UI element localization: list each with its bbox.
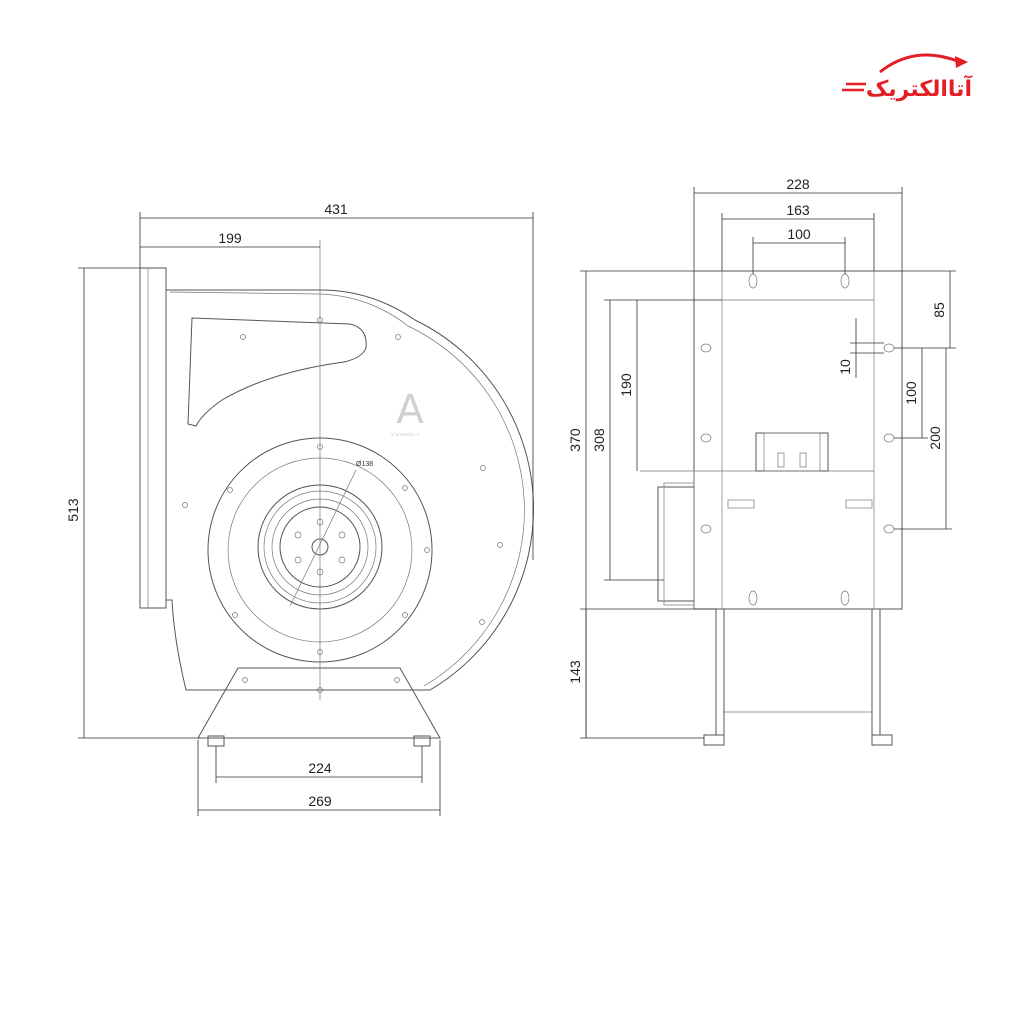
logo-swoosh — [879, 53, 961, 74]
clip-left — [727, 499, 755, 509]
terminal-pin-2 — [799, 452, 807, 468]
dim-370-text: 370 — [567, 428, 583, 452]
dim-100h-text: 100 — [787, 226, 811, 242]
dim-85-text: 85 — [931, 302, 947, 318]
dim-100v-text: 100 — [903, 381, 919, 405]
side-foot-right — [871, 734, 893, 746]
dim-513-text: 513 — [65, 498, 81, 522]
clip-right — [845, 499, 873, 509]
motor-protrusion — [657, 486, 695, 602]
scroll-housing — [165, 289, 534, 691]
dim-190-text: 190 — [618, 373, 634, 397]
watermark-letter: A — [396, 387, 424, 433]
dim-143-text: 143 — [567, 660, 583, 684]
base-stand — [197, 667, 441, 739]
terminal-box-inner — [763, 432, 821, 472]
terminal-pin-1 — [777, 452, 785, 468]
dim-308-text: 308 — [591, 428, 607, 452]
brand-logo: آتاالکتریک — [842, 53, 973, 102]
side-plate-holes — [182, 317, 503, 693]
front-view: Ø138 A arian — [65, 201, 534, 816]
terminal-box — [755, 432, 829, 472]
cutoff-plate — [187, 317, 367, 427]
flange-slots — [700, 273, 895, 606]
side-housing — [693, 270, 903, 610]
dim-228-text: 228 — [786, 176, 810, 192]
scroll-housing-inner — [169, 291, 525, 687]
dim-431-text: 431 — [324, 201, 348, 217]
outlet-flange — [139, 267, 167, 609]
base-hole-left — [242, 677, 248, 683]
dim-199-text: 199 — [218, 230, 242, 246]
logo-arrow — [955, 56, 968, 68]
motor-protrusion-rim — [663, 482, 695, 606]
logo-text: آتاالکتریک — [866, 74, 973, 102]
leg-right — [871, 608, 881, 736]
motor-diameter-leader — [289, 469, 357, 607]
watermark-logo: A arianelectric.ir — [391, 387, 425, 437]
dim-10-text: 10 — [837, 359, 853, 375]
side-foot-left — [703, 734, 725, 746]
motor-diameter-label: Ø138 — [356, 461, 373, 468]
side-view: 228 163 100 370 308 190 143 85 — [567, 176, 956, 746]
dim-224-text: 224 — [308, 760, 332, 776]
watermark-caption: arianelectric.ir — [391, 432, 420, 437]
leg-left — [715, 608, 725, 736]
dim-163-text: 163 — [786, 202, 810, 218]
base-hole-right — [394, 677, 400, 683]
dim-200-text: 200 — [927, 426, 943, 450]
dim-269-text: 269 — [308, 793, 332, 809]
